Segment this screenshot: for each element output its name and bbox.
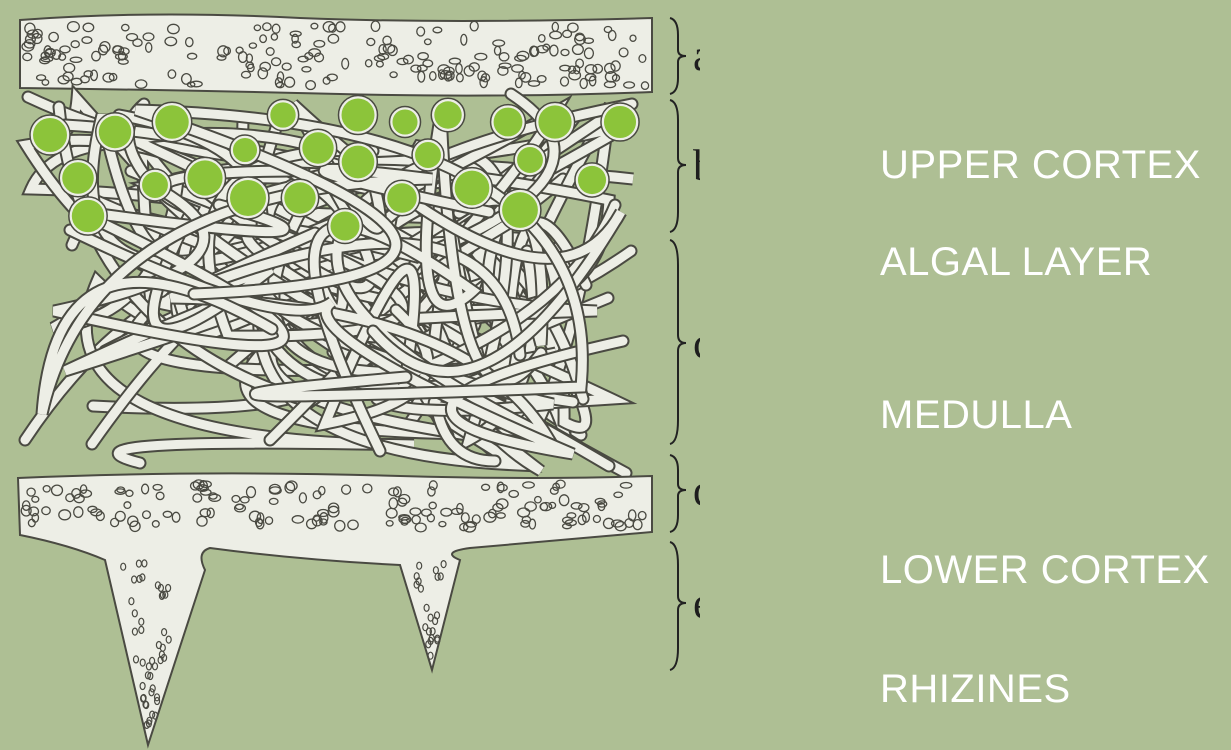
letter-e: e <box>693 579 700 628</box>
label-lower-cortex: LOWER CORTEX <box>880 548 1210 593</box>
algal-cell <box>142 172 168 198</box>
algal-cell <box>62 162 94 194</box>
algal-cell <box>578 166 606 194</box>
algal-cell <box>270 102 295 127</box>
letter-b: b <box>693 141 700 190</box>
brace-a <box>670 18 686 94</box>
brace-d <box>670 455 686 532</box>
letter-a: a <box>693 31 700 80</box>
algal-cell <box>455 171 490 206</box>
letter-c: c <box>693 319 700 368</box>
label-medulla: MEDULLA <box>880 393 1072 438</box>
algal-cell <box>155 105 188 138</box>
algal-cell <box>99 116 131 148</box>
lower-cortex-band <box>18 473 652 745</box>
algal-cell <box>33 118 67 152</box>
algal-cell <box>302 132 333 163</box>
algal-cell <box>415 142 441 168</box>
algal-cell <box>284 182 315 213</box>
algal-cell <box>387 183 417 213</box>
algal-cell <box>517 147 543 173</box>
label-rhizines: RHIZINES <box>880 667 1071 712</box>
algal-cell <box>392 109 417 134</box>
algal-cell <box>187 160 222 195</box>
label-algal-layer: ALGAL LAYER <box>880 240 1152 285</box>
layer-braces <box>670 18 686 670</box>
algal-cell <box>233 138 257 162</box>
brace-e <box>670 542 686 670</box>
label-upper-cortex: UPPER CORTEX <box>880 143 1201 188</box>
algal-cell <box>538 105 571 138</box>
algal-cell <box>604 106 636 138</box>
brace-c <box>670 240 686 444</box>
algal-cell <box>230 180 266 216</box>
brace-b <box>670 100 686 232</box>
algal-cell <box>434 101 461 128</box>
lichen-cross-section-diagram: a b c d e <box>0 0 700 750</box>
algal-cell <box>342 146 375 179</box>
algal-cell <box>72 200 104 232</box>
algal-cell <box>330 211 359 240</box>
algal-cell <box>342 99 375 132</box>
letter-d: d <box>693 466 700 515</box>
algal-cell <box>502 192 538 228</box>
algal-cell <box>494 108 523 137</box>
